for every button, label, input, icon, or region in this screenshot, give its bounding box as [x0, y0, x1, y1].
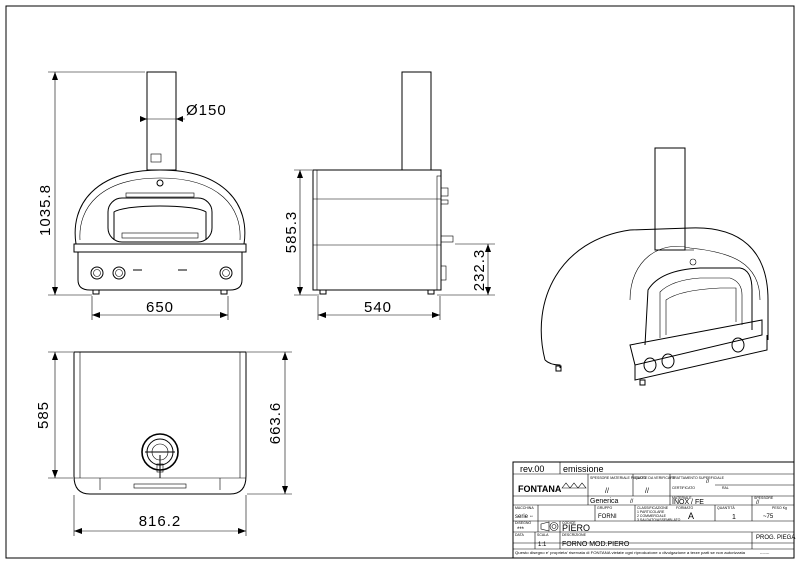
tb-disclaimer: Questo disegno e' proprieta' riservata d… [515, 551, 745, 555]
tb-lbl-disegno: DISEGNO [515, 521, 531, 525]
tb-lbl-cert: CERTIFICATO [672, 486, 695, 490]
top-view [73, 351, 247, 495]
tb-disegno: *** [517, 527, 525, 533]
dim-pipe-diameter: Ø150 [186, 102, 227, 119]
tb-scala: 1:1 [538, 542, 547, 548]
side-view [312, 71, 454, 295]
brand-logo-icon [561, 482, 587, 489]
isometric-view [540, 147, 769, 386]
tb-lbl-spessore: SPESSORE MATERIALE PIEGATO [590, 476, 646, 480]
tb-lbl-descr: DESCRIZIONE [562, 533, 587, 537]
dim-side-door-height: 232.3 [471, 249, 488, 292]
tb-lbl-trattamento: TRATTAMENTO SUPERFICIALE [672, 476, 725, 480]
tb-lbl-peso: PESO Kg [772, 506, 787, 510]
tb-generica-val: // [630, 499, 634, 505]
tb-lbl-scala: SCALA [537, 533, 549, 537]
tb-lbl-macchina: MACCHINA [515, 506, 534, 510]
sheet-border [5, 5, 795, 559]
tb-serie: serie [515, 514, 529, 520]
dim-side-height: 585.3 [283, 211, 300, 254]
tb-emissione: emissione [563, 464, 604, 474]
tb-val-quote: // [645, 488, 649, 495]
tb-quantita: 1 [732, 514, 736, 521]
tb-lbl-quantita: QUANTITÀ [717, 506, 735, 510]
tb-spessore2: // [756, 500, 760, 506]
tb-lbl-formato: FORMATO [676, 506, 693, 510]
front-dimensions [48, 71, 229, 320]
dim-top-width: 816.2 [139, 513, 182, 530]
tb-class3: 3 SALDATO/ASSEMBLATO [637, 518, 681, 522]
side-dimensions [294, 169, 495, 320]
tb-lbl-codice: CODICE [562, 521, 576, 525]
dim-top-depth: 585 [35, 401, 52, 429]
dimension-labels: 1035.8 Ø150 650 585.3 232.3 540 585 663.… [35, 102, 488, 530]
tb-serie-val: ** [530, 515, 533, 519]
tb-lbl-spessore2: SPESSORE [754, 496, 774, 500]
tb-materiale: INOX / FE [672, 499, 704, 506]
top-dimensions [48, 351, 292, 536]
tb-val-spessore: // [605, 488, 609, 495]
front-view [73, 71, 247, 295]
tb-rev: rev.00 [520, 464, 544, 474]
projection-symbol-icon [540, 521, 559, 532]
tb-peso: ~75 [763, 514, 774, 520]
tb-lbl-ral: RAL [722, 486, 729, 490]
tb-prog-pieghe: PROG. PIEGA [756, 535, 795, 541]
title-block [512, 461, 795, 559]
tb-codice: PIERO [562, 523, 590, 533]
tb-gruppo: FORNI [598, 514, 617, 520]
tb-prog-val: -------- [760, 551, 770, 555]
tb-val-trattamento: // [706, 479, 710, 485]
tb-lbl-materiale: MATERIALE [672, 496, 692, 500]
dim-side-width: 540 [364, 299, 392, 316]
tb-descrizione: FORNO MOD.PIERO [562, 541, 630, 548]
tb-lbl-class: CLASSIFICAZIONE [637, 506, 669, 510]
dim-front-height: 1035.8 [37, 184, 54, 236]
tb-lbl-gruppo: GRUPPO [597, 506, 612, 510]
tb-class1: 1 PARTICOLARE [637, 510, 665, 514]
dim-top-depth-total: 663.6 [267, 402, 284, 445]
tb-brand: FONTANA [518, 484, 562, 494]
title-block-text: rev.00 emissione FONTANA SPESSORE MATERI… [515, 464, 795, 555]
tb-lbl-quote: QUOTE DA VERIFICARE [635, 476, 676, 480]
tb-formato: A [688, 511, 694, 521]
dim-front-width: 650 [146, 299, 174, 316]
tb-lbl-data: DATA [515, 533, 524, 537]
tb-generica: Generica [590, 498, 619, 505]
tb-class2: 2 COMMERCIALE [637, 514, 667, 518]
